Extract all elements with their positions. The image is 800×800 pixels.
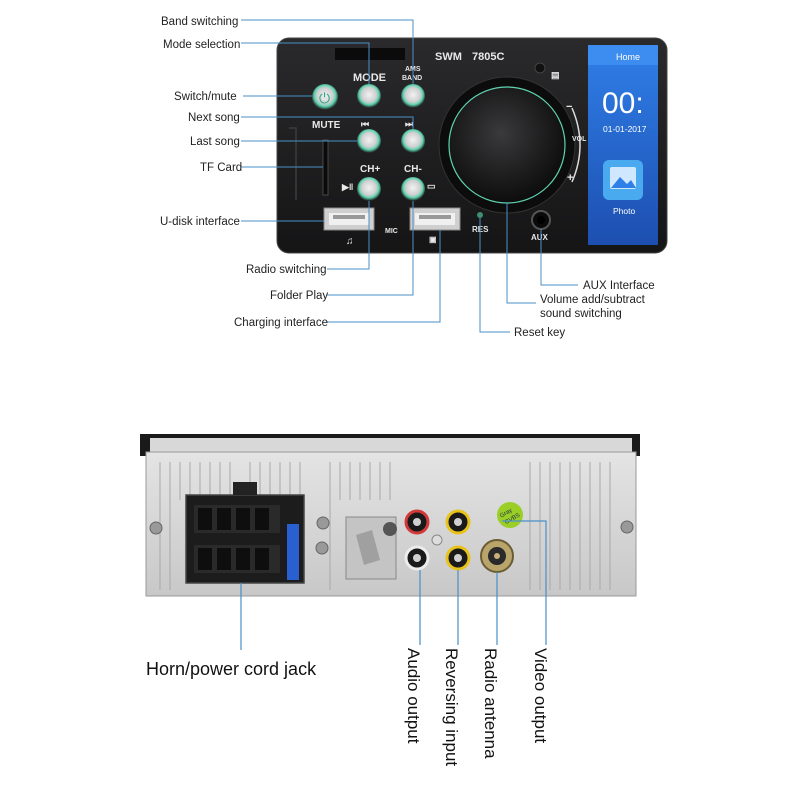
model-left: SWM — [435, 51, 462, 63]
sticker-text-1: Gray — [499, 508, 513, 520]
ch-plus-label: CH+ — [360, 164, 380, 175]
label-tf-card: TF Card — [200, 162, 242, 174]
next-track-icon: ⏭ — [405, 119, 414, 129]
band-label: BAND — [402, 75, 422, 82]
power-icon: ⏻ — [319, 91, 330, 107]
prev-track-icon: ⏮ — [361, 119, 369, 129]
ch-minus-label: CH- — [404, 164, 422, 175]
label-switch-mute: Switch/mute — [174, 91, 237, 103]
screen-date: 01-01-2017 — [603, 124, 647, 134]
label-charging: Charging interface — [234, 317, 328, 329]
label-band-switching: Band switching — [161, 16, 238, 28]
power-mute-button[interactable] — [312, 84, 338, 110]
screen-app-photo: Photo — [613, 206, 635, 216]
ir-sensor — [534, 62, 546, 74]
ch-plus-button[interactable] — [357, 177, 381, 201]
ir-window — [335, 48, 405, 60]
label-reset: Reset key — [514, 327, 565, 339]
ch-minus-button[interactable] — [401, 177, 425, 201]
screen-time: 00: — [602, 87, 644, 120]
label-aux-interface: AUX Interface — [583, 280, 655, 292]
screw-2 — [316, 516, 330, 530]
rear-callouts — [240, 520, 547, 650]
heatsink-fins — [159, 462, 611, 590]
label-volume-2: sound switching — [540, 308, 622, 320]
label-volume-1: Volume add/subtract — [540, 294, 646, 306]
label-last-song: Last song — [190, 136, 240, 148]
screw-right — [620, 520, 634, 534]
aux-label: AUX — [531, 233, 549, 242]
screw-3 — [315, 541, 329, 555]
band-button[interactable] — [401, 84, 425, 108]
photo-icon — [611, 177, 636, 188]
mute-label: MUTE — [312, 120, 341, 131]
battery-icon: ▣ — [429, 235, 437, 244]
next-song-button[interactable] — [401, 129, 425, 153]
label-radio-switching: Radio switching — [246, 264, 327, 276]
last-song-button[interactable] — [357, 129, 381, 153]
label-audio-output: Audio output — [404, 648, 423, 744]
label-mode-selection: Mode selection — [163, 39, 240, 51]
rear-panel: Gray CVBS — [140, 434, 640, 597]
volume-knob[interactable] — [448, 86, 566, 204]
reset-pinhole[interactable] — [477, 212, 483, 218]
folder-icon: ▭ — [427, 181, 436, 191]
mode-button[interactable] — [357, 84, 381, 108]
res-label: RES — [472, 225, 489, 234]
sd-icon: ▤ — [551, 70, 560, 80]
screen — [588, 45, 658, 245]
vol-label: VOL — [572, 136, 587, 143]
label-folder-play: Folder Play — [270, 290, 328, 302]
mic-label: MIC — [385, 228, 398, 235]
play-pause-icon: ▶‖ — [341, 182, 353, 192]
vol-minus: − — [566, 101, 572, 113]
front-callouts — [241, 19, 578, 333]
label-reversing-input: Reversing input — [442, 648, 461, 766]
label-radio-antenna: Radio antenna — [481, 648, 500, 759]
label-next-song: Next song — [188, 112, 240, 124]
front-panel: SWM 7805C MODE AMS BAND MUTE CH+ CH- MIC… — [276, 37, 668, 254]
label-video-output: Video output — [531, 648, 550, 743]
model-right: 7805C — [472, 51, 504, 63]
screw-left — [149, 521, 163, 535]
music-note-icon: ♫ — [346, 236, 354, 247]
label-horn-power: Horn/power cord jack — [146, 659, 317, 679]
tf-card-slot[interactable] — [322, 139, 329, 196]
label-u-disk: U-disk interface — [160, 216, 240, 228]
screen-tab-home[interactable]: Home — [616, 52, 640, 62]
vol-plus: + — [567, 172, 573, 184]
